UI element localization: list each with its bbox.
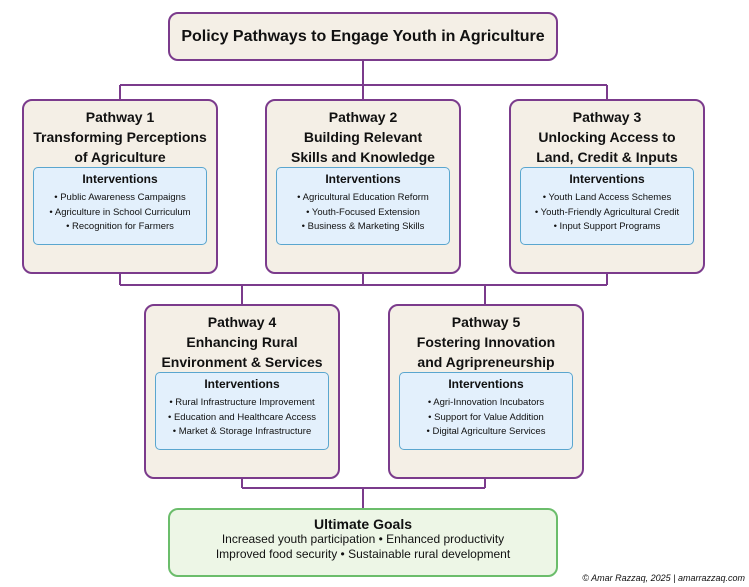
interventions-box: Interventions • Public Awareness Campaign…: [33, 167, 207, 245]
intervention-item: • Education and Healthcare Access: [167, 411, 317, 423]
intervention-item: • Digital Agriculture Services: [426, 426, 546, 437]
intervention-item: • Rural Infrastructure Improvement: [169, 397, 315, 408]
goals-title: Ultimate Goals: [313, 516, 413, 532]
intervention-item: • Agriculture in School Curriculum: [49, 206, 191, 218]
interventions-heading: Interventions: [82, 172, 158, 186]
pathway-1-box: Pathway 1 Transforming Perceptions of Ag…: [22, 99, 218, 274]
intervention-item: • Input Support Programs: [553, 221, 661, 232]
diagram-title: Policy Pathways to Engage Youth in Agric…: [168, 12, 558, 61]
pathway-4-box: Pathway 4 Enhancing Rural Environment & …: [144, 304, 340, 479]
interventions-box: Interventions • Youth Land Access Schemes…: [520, 167, 694, 245]
interventions-heading: Interventions: [448, 377, 524, 391]
interventions-box: Interventions • Agri-Innovation Incubator…: [399, 372, 573, 450]
pathway-title-line-1: Transforming Perceptions: [33, 129, 207, 145]
pathway-number: Pathway 3: [572, 109, 642, 125]
pathway-title-line-2: Environment & Services: [161, 354, 323, 370]
interventions-heading: Interventions: [204, 377, 280, 391]
intervention-item: • Youth-Focused Extension: [306, 206, 420, 218]
interventions-heading: Interventions: [569, 172, 645, 186]
pathway-title-line-2: of Agriculture: [74, 149, 166, 165]
pathway-number: Pathway 2: [328, 109, 398, 125]
pathway-3-box: Pathway 3 Unlocking Access to Land, Cred…: [509, 99, 705, 274]
intervention-item: • Agri-Innovation Incubators: [427, 397, 545, 408]
pathway-number: Pathway 5: [451, 314, 521, 330]
pathway-number: Pathway 4: [207, 314, 277, 330]
intervention-item: • Market & Storage Infrastructure: [172, 426, 312, 437]
pathway-title-line-2: Skills and Knowledge: [291, 149, 435, 165]
pathway-title-line-2: and Agripreneurship: [417, 354, 555, 370]
interventions-box: Interventions • Rural Infrastructure Impr…: [155, 372, 329, 450]
interventions-heading: Interventions: [325, 172, 401, 186]
pathway-title-line-1: Enhancing Rural: [186, 334, 298, 350]
goals-line-2: Improved food security • Sustainable rur…: [215, 547, 511, 561]
pathway-title-line-1: Building Relevant: [303, 129, 423, 145]
intervention-item: • Youth Land Access Schemes: [542, 192, 672, 203]
intervention-item: • Agricultural Education Reform: [297, 192, 429, 203]
intervention-item: • Business & Marketing Skills: [301, 221, 425, 232]
pathway-2-box: Pathway 2 Building Relevant Skills and K…: [265, 99, 461, 274]
pathway-5-box: Pathway 5 Fostering Innovation and Agrip…: [388, 304, 584, 479]
pathway-title-line-1: Unlocking Access to: [538, 129, 676, 145]
intervention-item: • Youth-Friendly Agricultural Credit: [534, 206, 680, 218]
intervention-item: • Support for Value Addition: [428, 411, 544, 423]
intervention-item: • Recognition for Farmers: [66, 221, 174, 232]
interventions-box: Interventions • Agricultural Education Re…: [276, 167, 450, 245]
copyright-footer: © Amar Razzaq, 2025 | amarrazzaq.com: [582, 573, 745, 583]
pathway-title-line-2: Land, Credit & Inputs: [536, 149, 678, 165]
goals-line-1: Increased youth participation • Enhanced…: [221, 532, 505, 546]
pathway-title-line-1: Fostering Innovation: [416, 334, 556, 350]
pathway-number: Pathway 1: [85, 109, 155, 125]
intervention-item: • Public Awareness Campaigns: [54, 192, 186, 203]
ultimate-goals-box: Ultimate Goals Increased youth participa…: [168, 508, 558, 577]
